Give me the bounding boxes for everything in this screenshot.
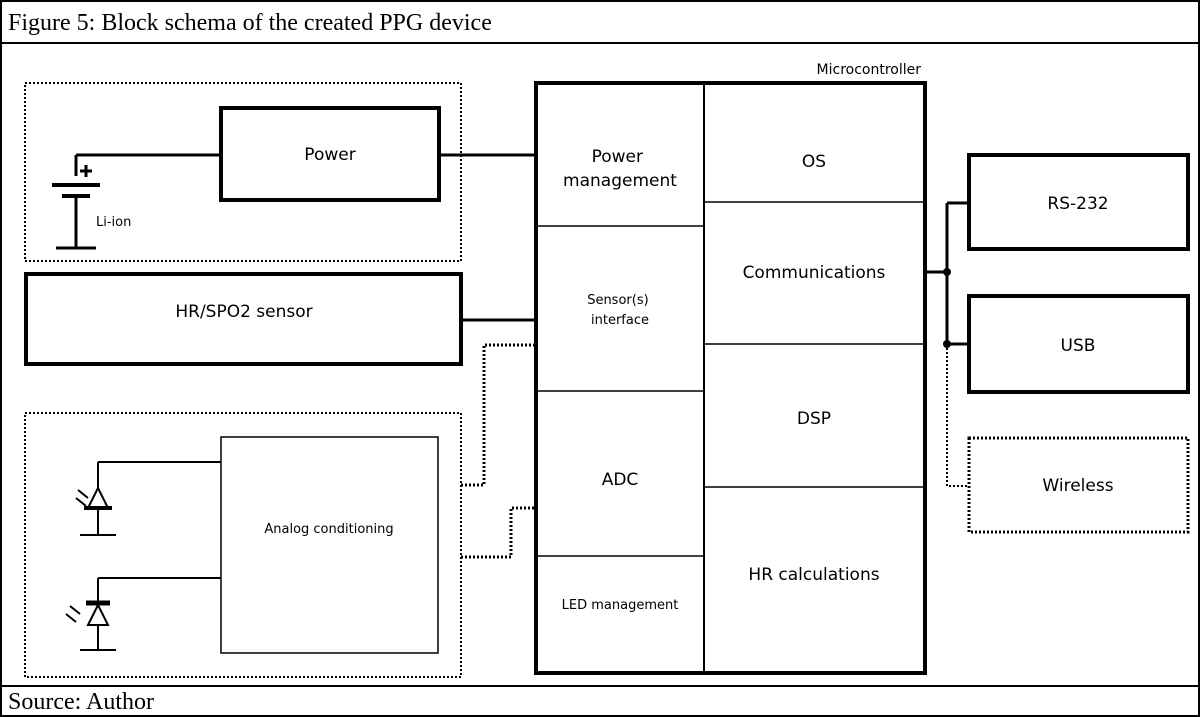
sensor-interface-label: Sensor(s) interface [587,293,653,328]
led-icon [65,577,221,651]
photodiode-icon [75,461,221,536]
wireless-label: Wireless [1042,476,1113,496]
rs232-label: RS-232 [1047,194,1108,214]
analog-conditioning-label: Analog conditioning [264,522,393,537]
usb-label: USB [1061,336,1096,356]
battery-icon [52,155,100,250]
dsp-label: DSP [797,409,831,429]
power-group-box [24,82,462,262]
figure-caption: Figure 5: Block schema of the created PP… [8,10,492,36]
hr-calculations-label: HR calculations [748,565,879,585]
communications-label: Communications [743,263,886,283]
hr-spo2-sensor-label: HR/SPO2 sensor [175,302,312,322]
microcontroller-block [534,81,927,675]
analog-group-box [24,412,462,678]
power-management-line-2: management [563,171,677,191]
sensor-interface-line-2: interface [591,313,649,328]
power-management-label: Power management [563,147,677,191]
microcontroller-label: Microcontroller [817,62,922,78]
led-management-label: LED management [562,598,679,613]
battery-label: Li-ion [96,215,131,230]
wireless-block [967,436,1190,534]
sensor-interface-line-1: Sensor(s) [587,293,648,308]
power-label: Power [304,145,355,165]
power-management-line-1: Power [592,147,643,167]
analog-conditioning-block [220,436,439,654]
adc-label: ADC [602,470,639,490]
rs232-block [967,153,1190,251]
usb-block [967,294,1190,394]
figure-source: Source: Author [8,689,154,715]
os-label: OS [802,152,826,172]
